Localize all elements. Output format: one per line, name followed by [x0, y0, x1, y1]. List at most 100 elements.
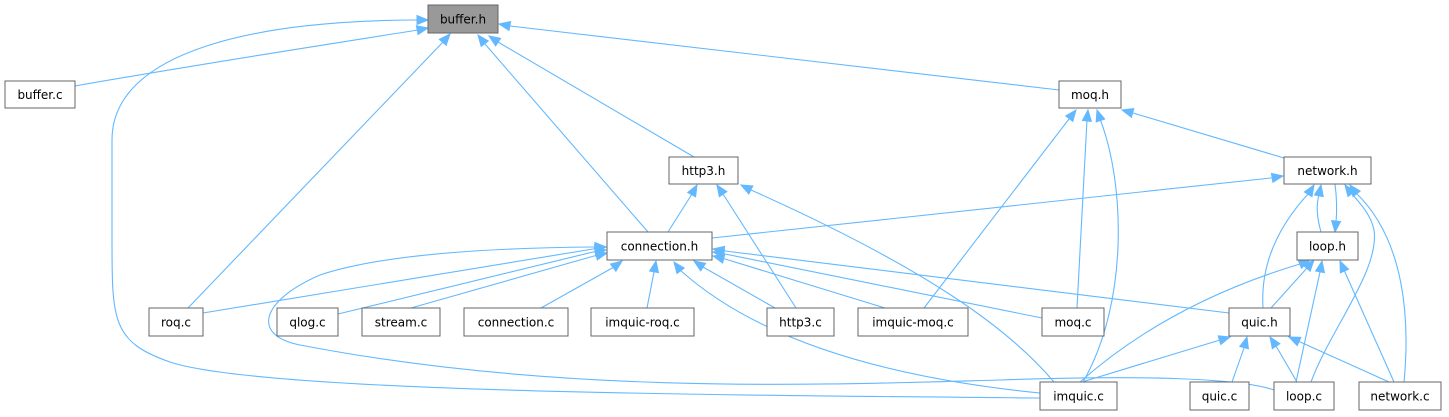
arrow-head-icon	[1238, 335, 1250, 350]
node-box	[1039, 381, 1118, 411]
edge-line	[1270, 267, 1308, 309]
node-moq-c[interactable]: moq.c	[1041, 307, 1105, 337]
arrow-head-icon	[415, 25, 430, 36]
node-quic-h[interactable]: quic.h	[1228, 307, 1291, 337]
arrow-head-icon	[1217, 335, 1232, 346]
node-label: roq.c	[161, 316, 191, 330]
edge-line	[702, 266, 776, 309]
edge-moq-h-to-buffer-h	[497, 20, 1060, 91]
node-label: network.h	[1297, 164, 1357, 178]
node-box	[463, 307, 569, 337]
edge-line	[337, 251, 594, 315]
arrow-head-icon	[1081, 108, 1093, 122]
node-box	[1228, 307, 1291, 337]
arrow-head-icon	[497, 20, 512, 32]
edge-line	[1297, 340, 1390, 383]
arrow-head-icon	[1349, 183, 1362, 198]
edge-loop-c-to-quic-h	[1269, 335, 1298, 383]
arrow-head-icon	[686, 183, 698, 198]
node-network-h[interactable]: network.h	[1283, 156, 1372, 185]
node-label: imquic-roq.c	[605, 316, 680, 330]
node-box	[361, 307, 441, 337]
node-http3-h[interactable]: http3.h	[668, 156, 739, 185]
arrow-head-icon	[1120, 107, 1135, 119]
edges-layer	[74, 14, 1407, 399]
node-label: buffer.c	[17, 88, 62, 102]
node-label: stream.c	[375, 316, 427, 330]
node-connection-c[interactable]: connection.c	[463, 307, 569, 337]
node-imquic-moq-c[interactable]: imquic-moq.c	[857, 307, 969, 337]
edge-network-c-to-quic-h	[1287, 336, 1390, 383]
edge-line	[1081, 339, 1221, 383]
edge-quic-h-to-loop-h	[1270, 259, 1315, 309]
node-roq-c[interactable]: roq.c	[148, 307, 204, 337]
edge-connection-h-to-buffer-h	[477, 33, 649, 233]
edge-quic-h-to-network-h	[1262, 183, 1315, 309]
edge-imquic-c-to-http3-h	[739, 184, 1055, 383]
edge-imquic-c-to-quic-h	[1081, 335, 1232, 383]
edge-imquic-c-to-connection-h	[673, 260, 1041, 394]
node-label: imquic.c	[1053, 390, 1104, 404]
edge-network-h-to-loop-h	[1330, 183, 1342, 234]
node-buffer-c[interactable]: buffer.c	[4, 80, 76, 109]
node-box	[857, 307, 969, 337]
arrow-head-icon	[1095, 108, 1106, 123]
arrow-head-icon	[1344, 183, 1357, 198]
edge-line	[724, 258, 886, 309]
edge-qlog-c-to-connection-h	[337, 246, 608, 315]
arrow-head-icon	[438, 33, 451, 47]
edge-line	[1231, 347, 1245, 383]
node-moq-h[interactable]: moq.h	[1058, 80, 1122, 109]
edge-line	[268, 246, 1275, 391]
node-qlog-c[interactable]: qlog.c	[276, 307, 339, 337]
edge-roq-c-to-connection-h	[202, 243, 608, 314]
node-loop-c[interactable]: loop.c	[1273, 381, 1335, 411]
node-box	[1296, 231, 1359, 261]
arrow-head-icon	[692, 260, 707, 272]
node-quic-c[interactable]: quic.c	[1189, 381, 1250, 411]
edge-line	[1132, 112, 1285, 159]
node-box	[1041, 307, 1105, 337]
edge-line	[1355, 192, 1407, 383]
edge-imquic-moq-c-to-moq-h	[923, 108, 1077, 309]
edge-imquic-c-to-loop-h	[1079, 259, 1312, 383]
edge-moq-c-to-moq-h	[1076, 108, 1093, 309]
node-network-c[interactable]: network.c	[1358, 381, 1442, 411]
node-box	[590, 307, 695, 337]
arrow-head-icon	[1313, 183, 1324, 198]
edge-line	[711, 177, 1272, 239]
edge-line	[679, 269, 1041, 394]
edge-stream-c-to-connection-h	[410, 250, 609, 309]
arrow-head-icon	[711, 245, 726, 257]
node-label: connection.c	[478, 316, 555, 330]
edge-connection-h-to-http3-h	[667, 183, 698, 233]
arrow-head-icon	[594, 250, 609, 261]
node-box	[148, 307, 204, 337]
node-http3-c[interactable]: http3.c	[766, 307, 835, 337]
node-buffer-h[interactable]: buffer.h	[427, 4, 499, 34]
node-box	[276, 307, 339, 337]
arrow-head-icon	[1270, 172, 1285, 184]
arrow-head-icon	[1303, 183, 1315, 198]
edge-line	[1310, 192, 1376, 383]
edge-line	[923, 118, 1070, 309]
arrow-head-icon	[648, 259, 660, 274]
edge-network-h-to-moq-h	[1120, 107, 1285, 159]
edge-quic-h-to-connection-h	[711, 245, 1230, 314]
node-imquic-roq-c[interactable]: imquic-roq.c	[590, 307, 695, 337]
node-box	[766, 307, 835, 337]
arrow-head-icon	[609, 260, 624, 273]
arrow-head-icon	[1064, 108, 1077, 123]
node-connection-h[interactable]: connection.h	[606, 231, 713, 261]
node-label: imquic-moq.c	[872, 316, 954, 330]
node-loop-h[interactable]: loop.h	[1296, 231, 1359, 261]
edge-line	[484, 43, 649, 233]
arrow-head-icon	[487, 35, 502, 47]
arrow-head-icon	[416, 14, 430, 26]
node-box	[4, 80, 76, 109]
node-box	[1058, 80, 1122, 109]
edge-line	[1262, 192, 1310, 309]
node-stream-c[interactable]: stream.c	[361, 307, 441, 337]
node-imquic-c[interactable]: imquic.c	[1039, 381, 1118, 411]
edge-imquic-c-to-moq-h	[1082, 108, 1119, 383]
